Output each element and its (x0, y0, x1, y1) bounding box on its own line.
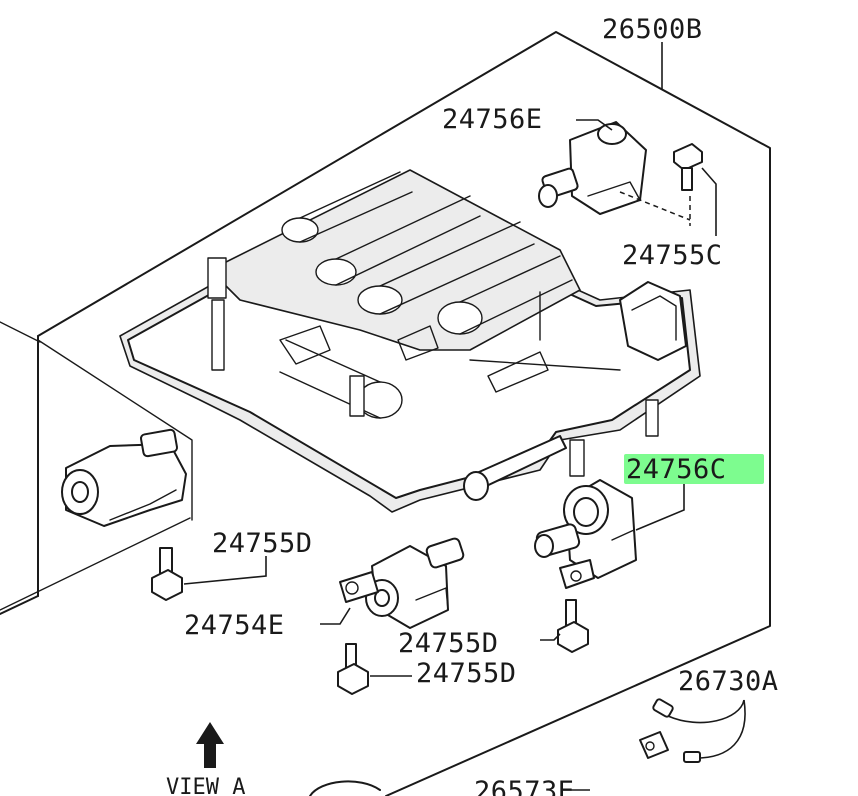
view-a-caption: VIEW A (166, 775, 245, 796)
label-24755c[interactable]: 24755C (622, 240, 723, 271)
label-24756e[interactable]: 24756E (442, 104, 543, 135)
solenoid-24756c (534, 479, 637, 589)
label-26500b[interactable]: 26500B (602, 14, 703, 45)
label-24755d-bottom[interactable]: 24755D (416, 658, 517, 689)
ring-26573e (309, 780, 381, 796)
part-highlight (624, 454, 764, 484)
view-a-arrow-icon (196, 722, 224, 768)
assembly-frame (0, 31, 771, 796)
label-24755d-left[interactable]: 24755D (212, 528, 313, 559)
bolt-24755c (619, 143, 703, 226)
bolt-24755d-bottom (337, 643, 369, 695)
label-24754e[interactable]: 24754E (184, 610, 285, 641)
harness-26730a (639, 698, 746, 763)
label-26573e[interactable]: 26573E (474, 776, 575, 796)
label-24755d-right[interactable]: 24755D (398, 628, 499, 659)
valve-body (119, 169, 701, 513)
inset-solenoid (61, 428, 187, 527)
bolt-24755d-left (151, 547, 183, 601)
view-a-inset (37, 339, 193, 521)
bolt-24755d-right (557, 599, 589, 653)
label-24756c[interactable]: 24756C (626, 454, 727, 485)
solenoid-24756e (538, 121, 647, 215)
label-26730a[interactable]: 26730A (678, 666, 779, 697)
solenoid-24754e (339, 537, 465, 629)
leader-lines (183, 42, 717, 791)
